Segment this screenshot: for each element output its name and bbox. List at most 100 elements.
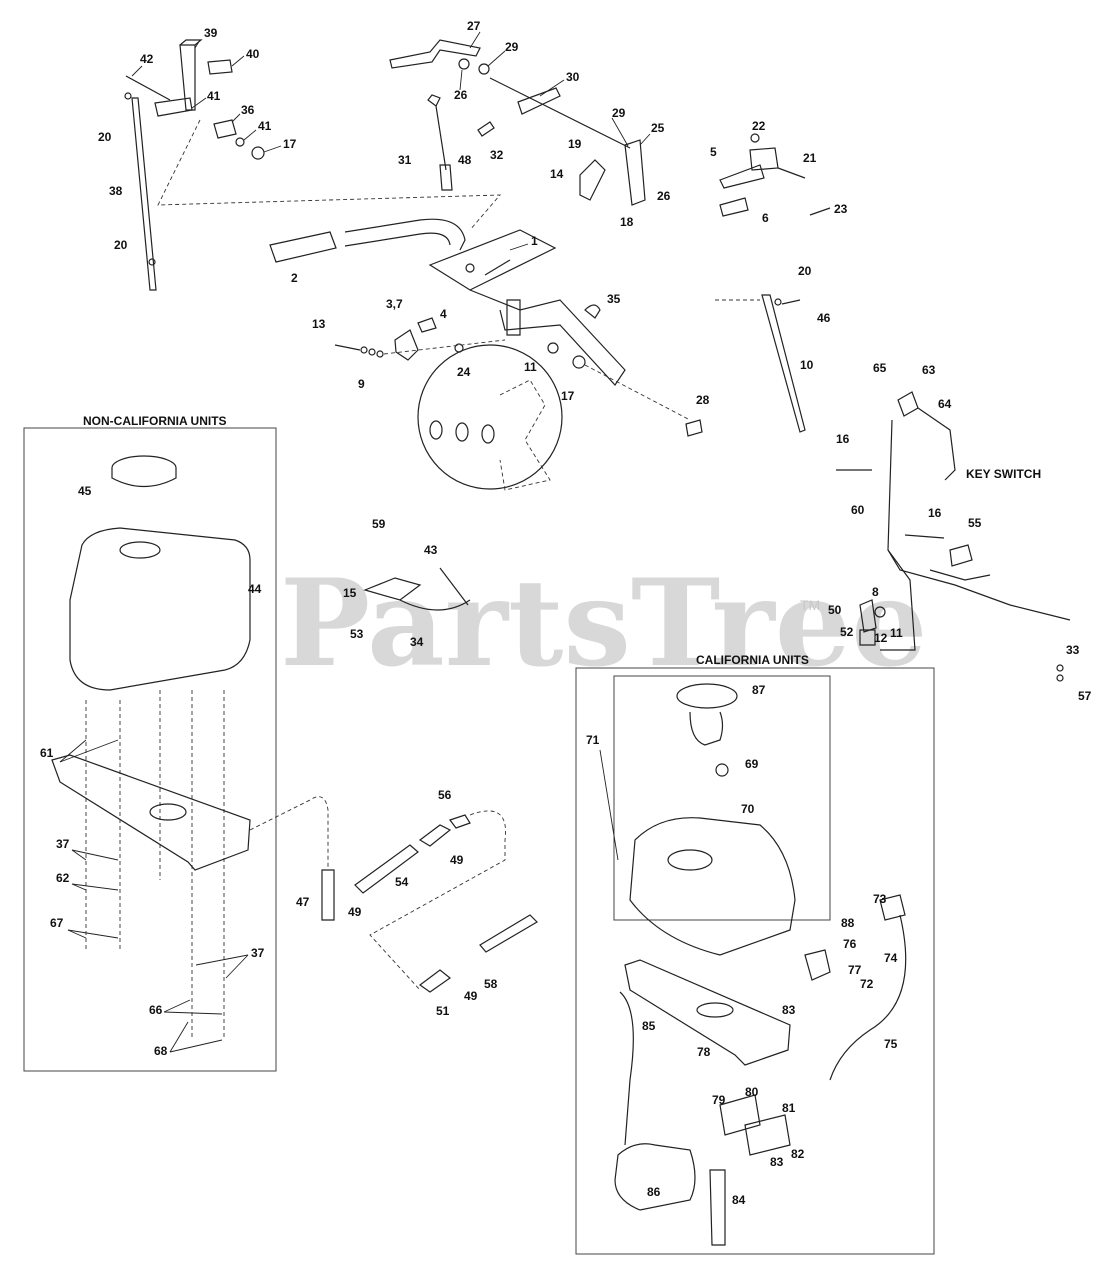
callout-71: 71 [586,733,600,747]
callout-26: 26 [657,189,671,203]
callout-87: 87 [752,683,766,697]
callout-28: 28 [696,393,710,407]
callout-30: 30 [566,70,580,84]
callout-73: 73 [873,892,887,906]
callout-24: 24 [457,365,471,379]
callout-10: 10 [800,358,814,372]
callout-67: 67 [50,916,64,930]
callout-76: 76 [843,937,857,951]
callout-17: 17 [561,389,575,403]
fuel-tank-california [629,683,796,956]
callout-79: 79 [712,1093,726,1107]
callout-11: 11 [890,626,903,640]
callout-32: 32 [490,148,504,162]
callout-54: 54 [395,875,409,889]
callout-15: 15 [343,586,357,600]
callout-52: 52 [840,625,854,639]
callout-72: 72 [860,977,874,991]
callout-1: 1 [531,234,538,248]
callout-82: 82 [791,1147,805,1161]
callout-74: 74 [884,951,898,965]
callout-8: 8 [872,585,879,599]
brake-lever-assembly [124,39,502,291]
watermark: PartsTree [280,553,927,694]
callout-43: 43 [424,543,438,557]
callout-20: 20 [798,264,812,278]
non-california-title: NON-CALIFORNIA UNITS [83,414,227,428]
callout-46: 46 [817,311,831,325]
callout-83: 83 [770,1155,784,1169]
callout-16: 16 [836,432,850,446]
key-switch-label: KEY SWITCH [966,467,1041,481]
callout-23: 23 [834,202,848,216]
callout-61: 61 [40,746,54,760]
callout-20: 20 [98,130,112,144]
callout-38: 38 [109,184,123,198]
callout-4: 4 [440,307,447,321]
callout-19: 19 [568,137,582,151]
leader-lines [59,31,651,1053]
detail-inset [417,344,563,491]
callout-3-7: 3,7 [386,297,403,311]
callout-56: 56 [438,788,452,802]
callout-2: 2 [291,271,298,285]
callout-34: 34 [410,635,424,649]
callout-45: 45 [78,484,92,498]
callout-13: 13 [312,317,326,331]
callout-88: 88 [841,916,855,930]
callout-78: 78 [697,1045,711,1059]
callout-51: 51 [436,1004,450,1018]
callout-86: 86 [647,1185,661,1199]
callout-18: 18 [620,215,634,229]
callout-81: 81 [782,1101,796,1115]
fuel-tank-non-california [69,455,251,1040]
callout-55: 55 [968,516,982,530]
california-title: CALIFORNIA UNITS [696,653,809,667]
callout-80: 80 [745,1085,759,1099]
tank-bracket [51,754,251,871]
callout-37: 37 [56,837,70,851]
latch-assembly [719,133,831,217]
callout-20: 20 [114,238,128,252]
callout-36: 36 [241,103,255,117]
callout-63: 63 [922,363,936,377]
callout-16: 16 [928,506,942,520]
rod-assembly [715,294,806,433]
callout-35: 35 [607,292,621,306]
callout-60: 60 [851,503,865,517]
callout-26: 26 [454,88,468,102]
callout-83: 83 [782,1003,796,1017]
callout-68: 68 [154,1044,168,1058]
callout-31: 31 [398,153,412,167]
callout-77: 77 [848,963,862,977]
callout-22: 22 [752,119,766,133]
callout-49: 49 [464,989,478,1003]
callout-48: 48 [458,153,472,167]
callout-25: 25 [651,121,665,135]
callout-5: 5 [710,145,717,159]
callout-17: 17 [283,137,297,151]
callouts: 39 40 42 41 36 41 17 20 38 20 27 29 26 3… [40,19,1092,1207]
callout-29: 29 [505,40,519,54]
wiring-harness [836,391,1071,682]
callout-9: 9 [358,377,365,391]
callout-6: 6 [762,211,769,225]
handle-fasteners [334,317,703,437]
callout-44: 44 [248,582,262,596]
callout-41: 41 [258,119,272,133]
non-california-box [23,427,277,1072]
california-box [575,667,935,1255]
callout-70: 70 [741,802,755,816]
throttle-cable [363,567,471,611]
callout-42: 42 [140,52,154,66]
callout-12: 12 [874,631,888,645]
california-bracket-canister [614,894,907,1246]
callout-21: 21 [803,151,817,165]
callout-29: 29 [612,106,626,120]
callout-59: 59 [372,517,386,531]
callout-50: 50 [828,603,842,617]
callout-40: 40 [246,47,260,61]
callout-39: 39 [204,26,218,40]
callout-14: 14 [550,167,564,181]
